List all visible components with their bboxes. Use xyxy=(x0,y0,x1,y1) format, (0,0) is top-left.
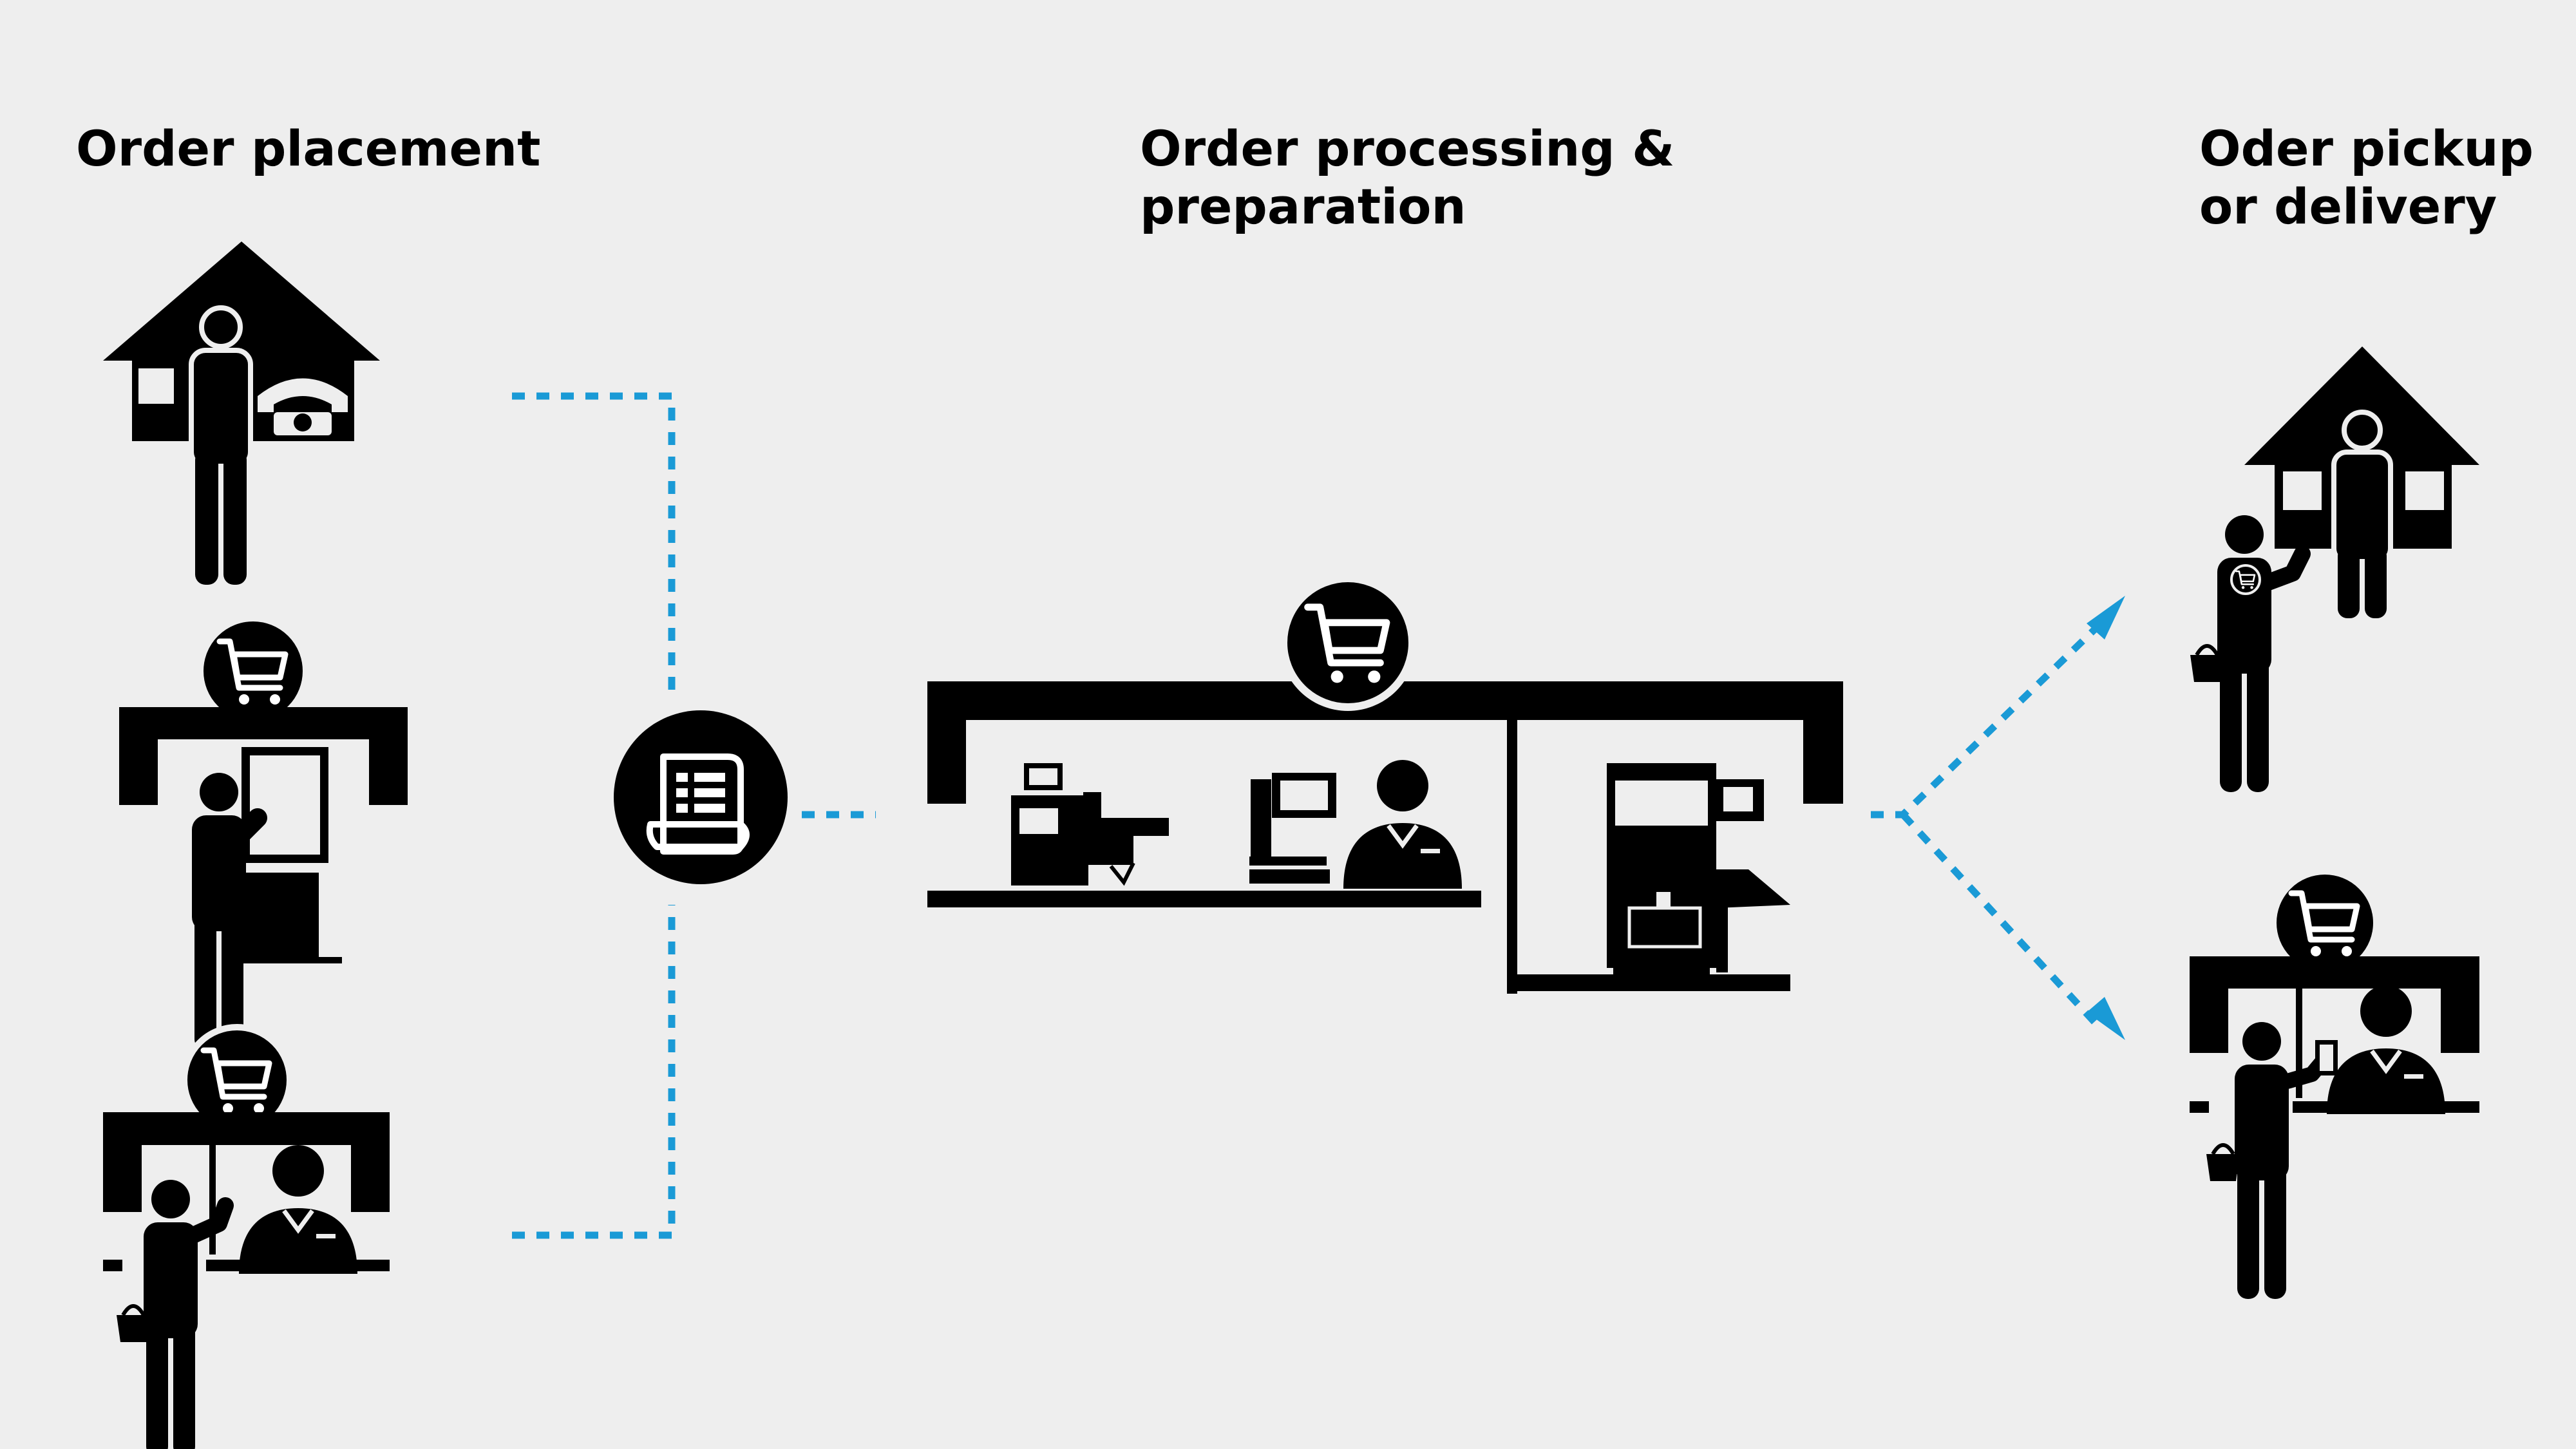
dotted-connectors xyxy=(512,392,2099,1239)
order-processing-heading-line1: Order processing & xyxy=(1140,120,1675,177)
order-pickup-heading: Oder pickup or delivery xyxy=(2199,120,2533,236)
order-receipt-icon xyxy=(614,710,788,884)
arrowheads xyxy=(2087,596,2125,1040)
wrapping-machine-icon xyxy=(1607,763,1790,974)
order-pickup-heading-line2: or delivery xyxy=(2199,178,2497,235)
shop-with-cart-icon xyxy=(927,574,1843,994)
home-delivery-icon xyxy=(2190,346,2479,792)
label-printer-icon xyxy=(1011,763,1169,886)
customer-at-service-counter-icon xyxy=(103,1024,390,1449)
counter-pickup-icon xyxy=(2190,868,2479,1299)
order-pickup-heading-line1: Oder pickup xyxy=(2199,120,2534,177)
house-with-person-and-telephone-icon xyxy=(103,242,380,585)
order-placement-heading: Order placement xyxy=(76,120,540,178)
weighing-scale-icon xyxy=(1249,773,1336,884)
person-at-self-service-kiosk-icon xyxy=(119,615,408,1050)
order-processing-heading-line2: preparation xyxy=(1140,178,1466,235)
order-processing-heading: Order processing & preparation xyxy=(1140,120,1674,236)
employee-icon xyxy=(1343,760,1462,889)
order-placement-heading-text: Order placement xyxy=(76,120,541,177)
